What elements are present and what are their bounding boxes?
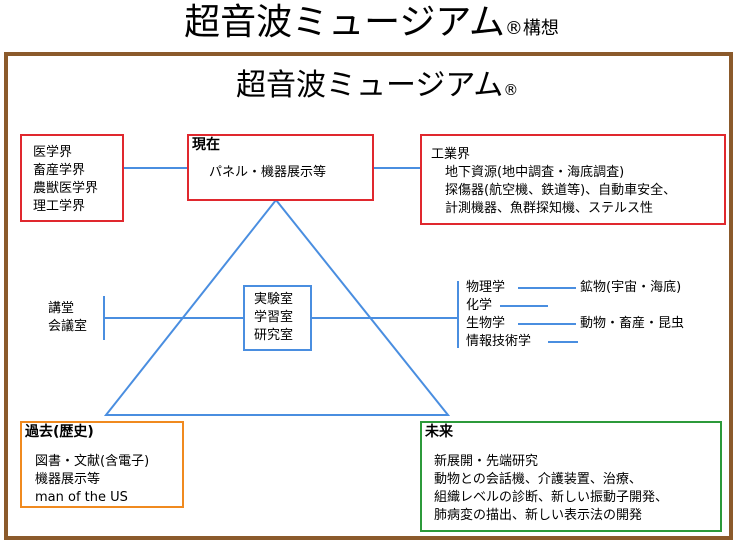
future-item: 組織レベルの診断、新しい振動子開発、: [434, 490, 669, 505]
center-rooms-box: 実験室 学習室 研究室: [243, 285, 312, 351]
past-box: 過去(歴史) 図書・文献(含電子) 機器展示等 man of the US: [20, 421, 184, 508]
sciences-list: 物理学 化学 生物学 情報技術学: [466, 279, 531, 351]
science-item: 物理学: [466, 280, 506, 295]
industry-heading: 工業界: [431, 147, 471, 162]
room-item: 講堂: [48, 301, 75, 316]
center-room-item: 実験室: [254, 292, 294, 307]
inner-title: 超音波ミュージアム®: [236, 68, 519, 103]
triangle: [103, 198, 451, 416]
field-item: 農獣医学界: [33, 181, 99, 196]
future-box: 未来 新展開・先端研究 動物との会話機、介護装置、治療、 組織レベルの診断、新し…: [420, 421, 722, 532]
center-room-item: 研究室: [254, 328, 294, 343]
future-item: 動物との会話機、介護装置、治療、: [434, 472, 642, 487]
science-item: 情報技術学: [466, 334, 532, 349]
present-text: パネル・機器展示等: [209, 165, 327, 180]
application-animal: 動物・畜産・昆虫: [580, 316, 685, 331]
outer-frame: [4, 52, 733, 540]
field-item: 畜産学界: [33, 163, 86, 178]
center-room-item: 学習室: [254, 310, 294, 325]
fields-box: 医学界 畜産学界 農獣医学界 理工学界: [20, 134, 124, 222]
industry-item: 計測機器、魚群探知機、ステルス性: [445, 201, 654, 216]
industry-box: 工業界 地下資源(地中調査・海底調査) 探傷器(航空機、鉄道等)、自動車安全、 …: [420, 134, 726, 225]
industry-item: 探傷器(航空機、鉄道等)、自動車安全、: [445, 183, 677, 198]
future-item: 肺病変の描出、新しい表示法の開発: [434, 508, 643, 523]
field-item: 理工学界: [33, 199, 86, 214]
future-label: 未来: [422, 423, 456, 441]
past-item: 機器展示等: [35, 472, 101, 487]
science-item: 化学: [466, 298, 493, 313]
past-label: 過去(歴史): [22, 423, 97, 441]
rooms-left: 講堂 会議室: [48, 300, 87, 336]
application-mineral: 鉱物(宇宙・海底): [580, 280, 682, 295]
science-item: 生物学: [466, 316, 506, 331]
page-title: 超音波ミュージアム®構想: [184, 2, 559, 43]
future-item: 新展開・先端研究: [434, 454, 539, 469]
present-box: 現在 パネル・機器展示等: [187, 134, 374, 201]
room-item: 会議室: [48, 319, 88, 334]
present-label: 現在: [189, 136, 223, 154]
industry-item: 地下資源(地中調査・海底調査): [445, 165, 625, 180]
past-item: man of the US: [35, 490, 128, 505]
field-item: 医学界: [33, 145, 73, 160]
past-item: 図書・文献(含電子): [35, 454, 150, 469]
